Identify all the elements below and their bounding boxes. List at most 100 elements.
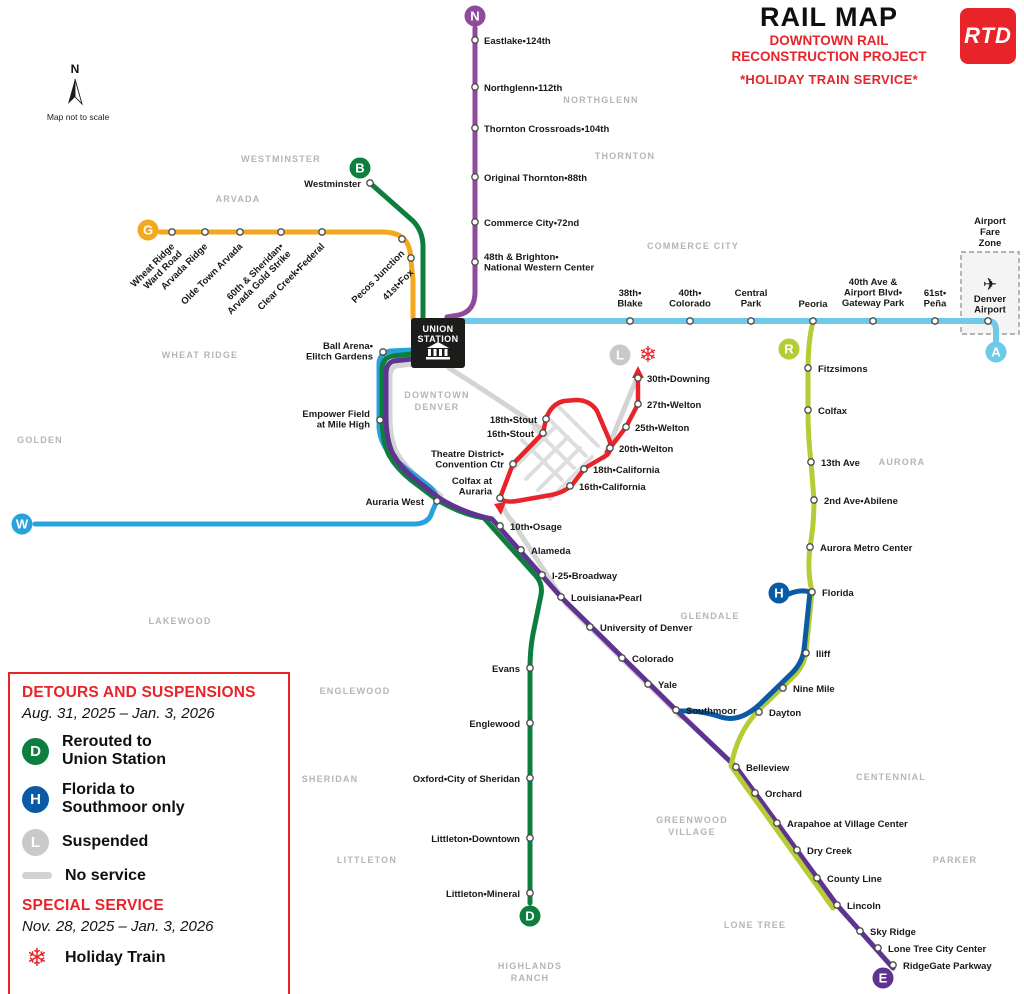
svg-text:W: W xyxy=(16,517,29,532)
region-label-arvada: ARVADA xyxy=(216,194,261,204)
station-dot-florida xyxy=(808,588,816,596)
station-label-16th-stout: 16th•Stout xyxy=(487,429,535,440)
station-dot-colorado xyxy=(618,654,626,662)
station-label-peoria: Peoria xyxy=(798,299,828,310)
station-label-yale: Yale xyxy=(658,680,677,691)
line-badge-a: A xyxy=(985,341,1007,363)
station-label-oxford-city-of-sheridan: Oxford•City of Sheridan xyxy=(413,774,521,785)
region-label-northglenn: NORTHGLENN xyxy=(563,95,639,105)
station-label-theatre-district-convention-ctr: Theatre District•Convention Ctr xyxy=(431,449,505,471)
station-dot-10th-osage xyxy=(496,522,504,530)
station-label-florida: Florida xyxy=(822,588,854,599)
svg-text:E: E xyxy=(879,971,888,986)
line-gray-grid-3 xyxy=(536,446,582,492)
station-dot-lone-tree-city-center xyxy=(874,944,882,952)
station-dot-colfax xyxy=(804,406,812,414)
legend-item-text: No service xyxy=(65,866,146,884)
station-dot-county-line xyxy=(813,874,821,882)
line-badge-d: D xyxy=(22,737,49,765)
station-dot-30th-downing xyxy=(634,374,642,382)
station-label-belleview: Belleview xyxy=(746,763,790,774)
station-dot-nine-mile xyxy=(779,684,787,692)
station-dot-2nd-ave-abilene xyxy=(810,496,818,504)
station-dot-dry-creek xyxy=(793,846,801,854)
region-label-lone-tree: LONE TREE xyxy=(724,920,786,930)
line-badge-l: L xyxy=(609,344,631,366)
station-dot-40th-ave-airport-blvd-gateway-park xyxy=(869,317,877,325)
station-label-27th-welton: 27th•Welton xyxy=(647,400,702,411)
line-gray-grid-7 xyxy=(544,414,588,458)
station-label-ball-arena-elitch-gardens: Ball Arena•Elitch Gardens xyxy=(306,341,374,363)
snowflake-icon: ❄ xyxy=(26,943,48,972)
station-label-louisiana-pearl: Louisiana•Pearl xyxy=(571,593,642,604)
station-dot-pecos-junction xyxy=(398,235,406,243)
compass-n-label: N xyxy=(71,62,80,76)
region-label-glendale: GLENDALE xyxy=(680,611,739,621)
station-label-fitzsimons: Fitzsimons xyxy=(818,364,868,375)
station-label-aurora-metro-center: Aurora Metro Center xyxy=(820,543,913,554)
station-dot-central-park xyxy=(747,317,755,325)
airplane-icon: ✈ xyxy=(983,275,997,294)
station-dot-arapahoe-at-village-center xyxy=(773,819,781,827)
line-h-line xyxy=(675,588,813,721)
station-dot-yale xyxy=(644,680,652,688)
station-dot-littleton-mineral xyxy=(526,889,534,897)
station-dot-38th-blake xyxy=(626,317,634,325)
station-label-40th-ave-airport-blvd-gateway-park: 40th Ave &Airport Blvd•Gateway Park xyxy=(842,277,905,309)
line-gray-union-downtown xyxy=(446,365,546,433)
holiday-service-banner: *HOLIDAY TRAIN SERVICE* xyxy=(740,72,918,88)
station-dot-denver-airport xyxy=(984,317,992,325)
station-label-littleton-downtown: Littleton•Downtown xyxy=(431,834,520,845)
station-dot-16th-california xyxy=(566,482,574,490)
line-gray-grid-1 xyxy=(512,424,558,470)
legend-title: DETOURS AND SUSPENSIONS xyxy=(22,684,256,701)
station-label-littleton-mineral: Littleton•Mineral xyxy=(446,889,520,900)
station-dot-belleview xyxy=(732,763,740,771)
page-title: RAIL MAP xyxy=(759,2,898,32)
station-dot-commerce-city-72nd xyxy=(471,218,479,226)
svg-text:B: B xyxy=(355,161,364,176)
station-dot-englewood xyxy=(526,719,534,727)
station-label-40th-colorado: 40th•Colorado xyxy=(669,288,711,310)
line-e-line xyxy=(383,356,896,971)
rtd-logo: RTD xyxy=(960,8,1016,64)
line-gray-grid-2 xyxy=(524,435,570,481)
station-dot-arvada-ridge xyxy=(201,228,209,236)
legend-item-text: Holiday Train xyxy=(65,949,166,967)
station-dot-colfax-at-auraria xyxy=(496,494,504,502)
station-dot-ball-arena-elitch-gardens xyxy=(379,348,387,356)
station-label-westminster: Westminster xyxy=(304,179,361,190)
legend-item-no-service: No service xyxy=(22,867,276,885)
no-service-line-sample xyxy=(22,872,52,880)
svg-text:L: L xyxy=(616,348,624,363)
station-dot-evans xyxy=(526,664,534,672)
line-badge-h: H xyxy=(22,785,49,813)
station-dot-13th-ave xyxy=(807,458,815,466)
station-dot-i-25-broadway xyxy=(538,571,546,579)
station-dot-alameda xyxy=(517,546,525,554)
station-dot-oxford-city-of-sheridan xyxy=(526,774,534,782)
line-gray-grid-8 xyxy=(556,404,600,448)
station-label-30th-downing: 30th•Downing xyxy=(647,374,710,385)
direction-arrow xyxy=(632,366,644,378)
compass-arrow-right xyxy=(74,78,83,106)
station-dot-18th-stout xyxy=(542,415,550,423)
region-label-littleton: LITTLETON xyxy=(337,855,397,865)
line-w-line xyxy=(32,347,439,527)
station-dot-61st-pe-a xyxy=(931,317,939,325)
station-dot-orchard xyxy=(751,789,759,797)
direction-arrow xyxy=(494,502,506,515)
region-label-commerce-city: COMMERCE CITY xyxy=(647,241,739,251)
station-dot-lincoln xyxy=(833,901,841,909)
svg-text:D: D xyxy=(525,909,534,924)
header-subtitle-line2: RECONSTRUCTION PROJECT xyxy=(731,49,927,65)
map-header: RAIL MAP DOWNTOWN RAIL RECONSTRUCTION PR… xyxy=(708,2,950,87)
legend-item-holiday-train: ❄ Holiday Train xyxy=(22,943,276,972)
